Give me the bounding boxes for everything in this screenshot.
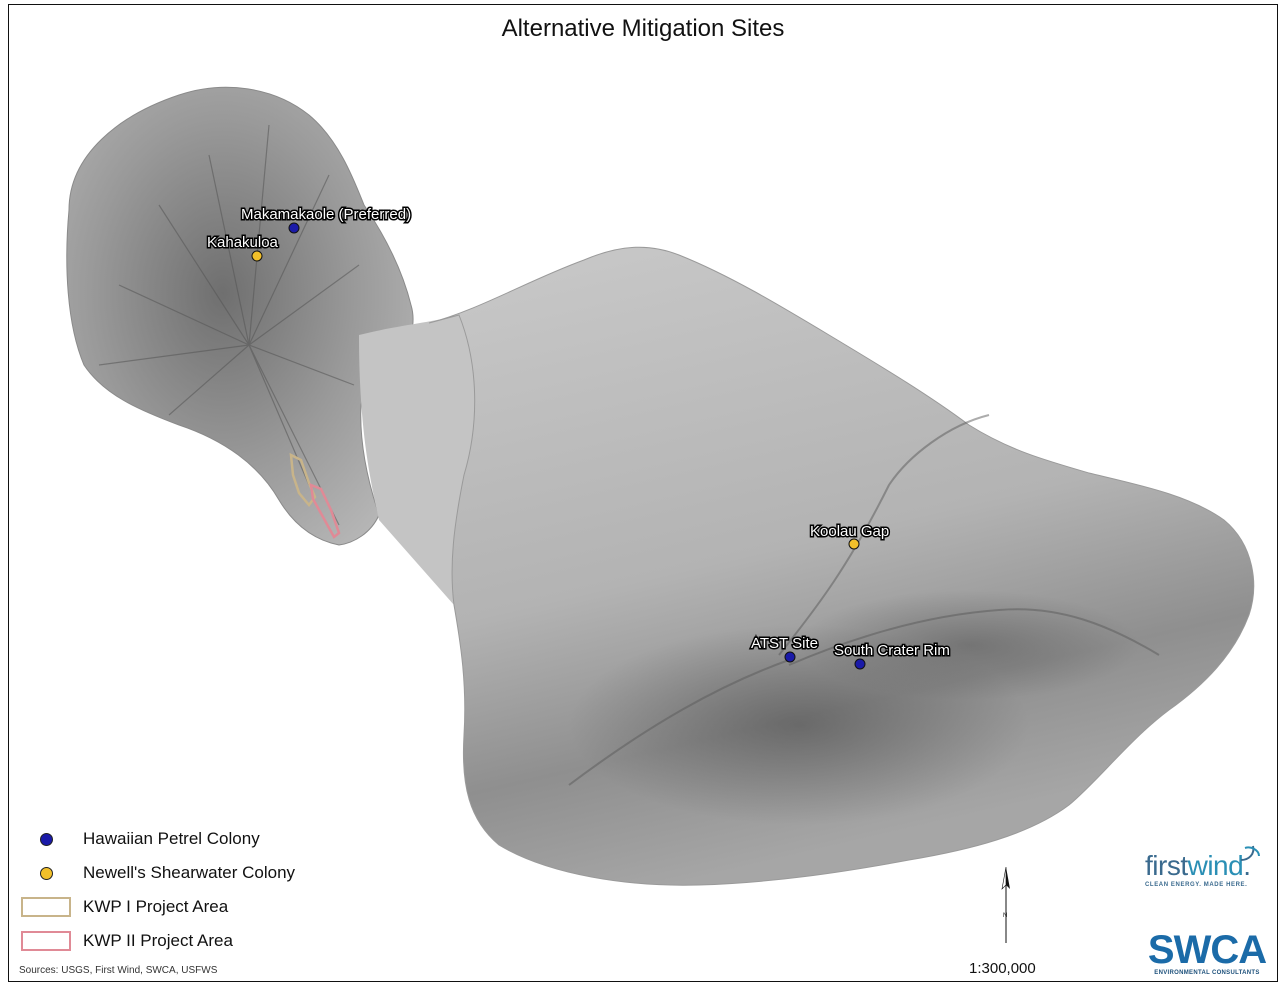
legend-label: Newell's Shearwater Colony: [83, 863, 296, 882]
kwp2-swatch-icon: [21, 931, 71, 951]
site-south-crater-rim[interactable]: South Crater Rim: [833, 641, 951, 670]
site-label: ATST Site: [751, 635, 818, 652]
firstwind-dot: .: [1243, 850, 1251, 881]
site-label: South Crater Rim: [834, 642, 950, 659]
shearwater-marker[interactable]: [251, 250, 263, 262]
north-label: N: [1003, 913, 1007, 919]
site-atst[interactable]: ATST Site: [750, 634, 819, 663]
west-maui-landmass: [66, 86, 414, 546]
map-title: Alternative Mitigation Sites: [501, 15, 785, 42]
site-makamakaole[interactable]: Makamakaole (Preferred): [240, 205, 413, 234]
firstwind-logo: firstwind. CLEAN ENERGY. MADE HERE.: [1145, 845, 1265, 888]
kwp2-project-area: [309, 483, 341, 539]
firstwind-wind: wind: [1187, 850, 1244, 881]
firstwind-first: first: [1145, 850, 1188, 881]
legend-label: KWP I Project Area: [83, 897, 229, 916]
isthmus-landmass: [359, 315, 475, 605]
legend-item-kwp1: KWP I Project Area: [19, 890, 399, 924]
legend-item-petrel: Hawaiian Petrel Colony: [19, 822, 399, 856]
site-kahakuloa[interactable]: Kahakuloa: [206, 233, 280, 262]
kwp1-project-area: [289, 452, 317, 508]
firstwind-wordmark: firstwind.: [1145, 850, 1265, 882]
petrel-marker[interactable]: [784, 651, 796, 663]
legend-item-kwp2: KWP II Project Area: [19, 924, 399, 958]
scale-label: 1:300,000: [969, 960, 1036, 977]
petrel-dot-icon: [39, 832, 53, 846]
petrel-marker[interactable]: [854, 658, 866, 670]
site-label: Kahakuloa: [207, 234, 279, 251]
firstwind-tagline: CLEAN ENERGY. MADE HERE.: [1145, 882, 1248, 888]
wind-swirl-icon: [1240, 845, 1260, 861]
north-arrow-icon: N: [1001, 867, 1010, 943]
legend-label: Hawaiian Petrel Colony: [83, 829, 260, 848]
island-map[interactable]: Makamakaole (Preferred) Kahakuloa Koolau…: [9, 5, 1278, 982]
legend-item-shearwater: Newell's Shearwater Colony: [19, 856, 399, 890]
shearwater-dot-icon: [39, 866, 53, 880]
legend-label: KWP II Project Area: [83, 931, 233, 950]
west-maui-ridges: [98, 124, 360, 526]
site-koolau-gap[interactable]: Koolau Gap: [809, 522, 891, 550]
swca-tagline: ENVIRONMENTAL CONSULTANTS: [1154, 970, 1260, 976]
swca-wordmark: SWCA: [1147, 928, 1267, 972]
site-label: Makamakaole (Preferred): [241, 206, 411, 223]
east-maui-ridges: [568, 414, 1160, 786]
map-legend: Hawaiian Petrel Colony Newell's Shearwat…: [19, 822, 399, 958]
kwp1-swatch-icon: [21, 897, 71, 917]
sources-note: Sources: USGS, First Wind, SWCA, USFWS: [19, 965, 218, 976]
petrel-marker[interactable]: [288, 222, 300, 234]
crater-shade: [799, 590, 1139, 700]
swca-logo: SWCA ENVIRONMENTAL CONSULTANTS: [1147, 930, 1267, 976]
map-frame: Makamakaole (Preferred) Kahakuloa Koolau…: [8, 4, 1278, 982]
shearwater-marker[interactable]: [848, 538, 860, 550]
site-label: Koolau Gap: [810, 523, 889, 540]
